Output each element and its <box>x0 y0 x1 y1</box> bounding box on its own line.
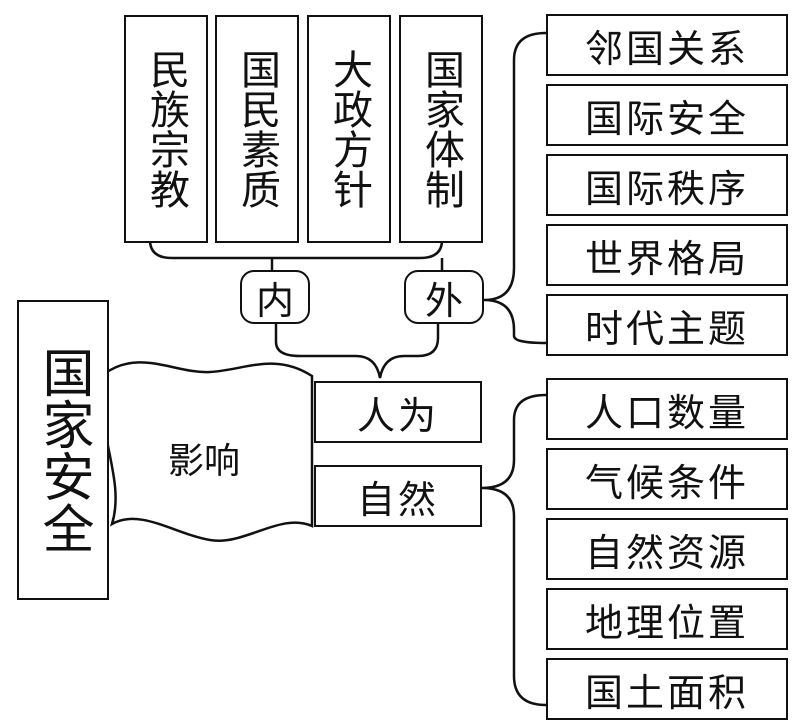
natural-factor-box: 人口数量 <box>546 378 788 440</box>
natural-factor-box: 国土面积 <box>546 658 788 720</box>
outer-factor-box: 邻国关系 <box>546 14 788 76</box>
outer-factor-label: 国际安全 <box>584 96 749 141</box>
natural-factors-box: 自然 <box>314 465 482 527</box>
inner-factor-label: 大政方针 <box>326 49 372 209</box>
natural-factor-box: 地理位置 <box>546 588 788 650</box>
merge-bracket <box>274 322 440 379</box>
outer-factor-label: 国际秩序 <box>584 166 749 211</box>
natural-factor-label: 气候条件 <box>584 460 749 505</box>
external-pill: 外 <box>404 270 484 324</box>
outer-brace <box>483 31 547 345</box>
inner-factor-box: 国家体制 <box>399 15 483 243</box>
nature-brace <box>481 393 547 707</box>
natural-factor-label: 国土面积 <box>584 670 749 715</box>
outer-factor-box: 时代主题 <box>546 294 788 356</box>
natural-factor-box: 自然资源 <box>546 518 788 580</box>
outer-factor-box: 国际安全 <box>546 84 788 146</box>
natural-factor-box: 气候条件 <box>546 448 788 510</box>
outer-factor-box: 国际秩序 <box>546 154 788 216</box>
inner-factor-label: 民族宗教 <box>143 49 189 209</box>
inner-factor-label: 国家体制 <box>418 49 464 209</box>
outer-factor-label: 世界格局 <box>584 236 749 281</box>
inner-factor-box: 国民素质 <box>215 15 299 243</box>
internal-pill: 内 <box>240 270 310 324</box>
human-factors-label: 人为 <box>356 393 439 438</box>
outer-factor-label: 时代主题 <box>584 306 749 351</box>
outer-factor-box: 世界格局 <box>546 224 788 286</box>
influence-banner-shape <box>100 361 314 542</box>
national-security-box: 国家安全 <box>17 300 109 600</box>
human-factors-box: 人为 <box>314 381 482 443</box>
natural-factor-label: 自然资源 <box>584 530 749 575</box>
outer-factor-label: 邻国关系 <box>584 26 749 71</box>
natural-factor-label: 地理位置 <box>584 600 749 645</box>
internal-label: 内 <box>255 278 294 323</box>
national-security-label: 国家安全 <box>33 346 93 554</box>
external-label: 外 <box>424 278 463 323</box>
natural-factor-label: 人口数量 <box>584 390 749 435</box>
inner-factor-box: 大政方针 <box>307 15 391 243</box>
influence-label: 影响 <box>168 441 241 482</box>
inner-bracket <box>148 239 444 260</box>
inner-factor-box: 民族宗教 <box>124 15 208 243</box>
inner-factor-label: 国民素质 <box>234 49 280 209</box>
natural-factors-label: 自然 <box>356 477 439 522</box>
